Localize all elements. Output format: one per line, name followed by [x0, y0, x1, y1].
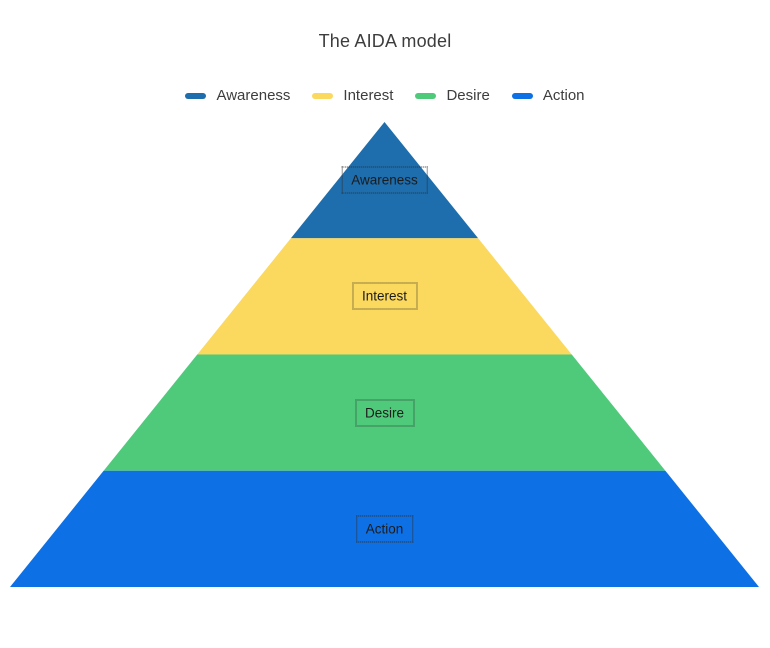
- pyramid-segment-interest[interactable]: [197, 238, 572, 355]
- legend-marker-icon: [185, 92, 207, 99]
- segment-label-action[interactable]: Action: [355, 515, 414, 543]
- legend-marker-icon: [415, 92, 437, 99]
- legend: Awareness Interest Desire Action: [0, 87, 770, 104]
- pyramid-segment-desire[interactable]: [103, 354, 666, 471]
- legend-marker-icon: [511, 92, 533, 99]
- segment-label-awareness[interactable]: Awareness: [341, 166, 428, 194]
- legend-item-action[interactable]: Action: [511, 87, 585, 104]
- legend-item-label: Awareness: [216, 87, 291, 104]
- segment-label-desire[interactable]: Desire: [354, 399, 415, 427]
- legend-item-interest[interactable]: Interest: [312, 87, 393, 104]
- legend-item-awareness[interactable]: Awareness: [185, 87, 290, 104]
- legend-item-label: Desire: [446, 87, 490, 104]
- segment-label-interest[interactable]: Interest: [351, 282, 418, 310]
- legend-marker-icon: [312, 92, 334, 99]
- pyramid-segment-awareness[interactable]: [290, 122, 479, 239]
- legend-item-desire[interactable]: Desire: [415, 87, 490, 104]
- legend-item-label: Action: [542, 87, 585, 104]
- pyramid-segment-action[interactable]: [10, 470, 759, 587]
- legend-item-label: Interest: [343, 87, 394, 104]
- chart-title: The AIDA model: [318, 31, 452, 51]
